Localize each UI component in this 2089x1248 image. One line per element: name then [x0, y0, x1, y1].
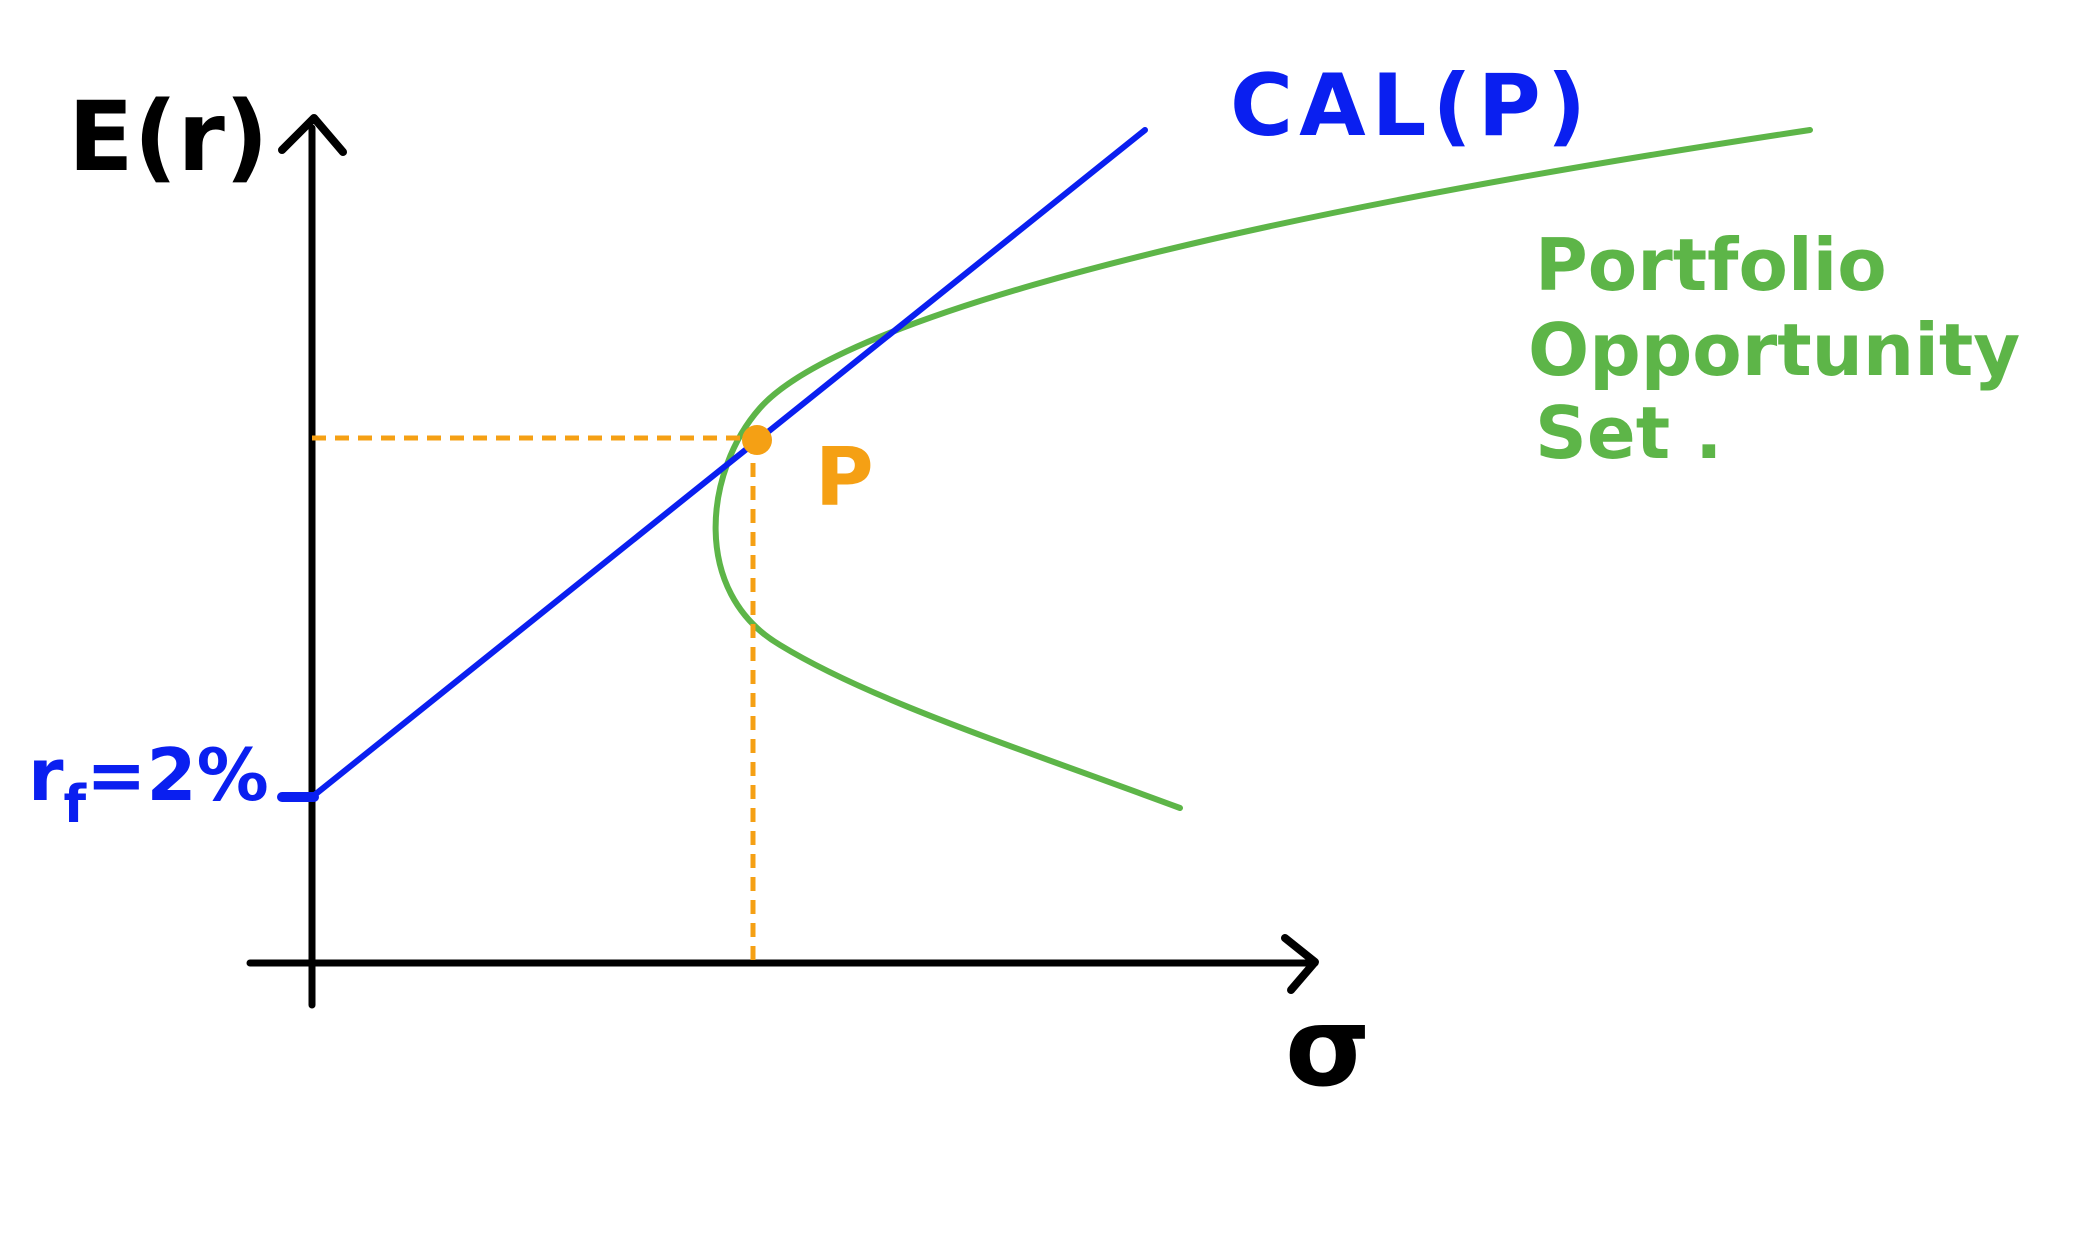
x-axis-label: σ	[1285, 983, 1371, 1111]
x-axis-arrowhead	[1281, 934, 1319, 994]
cal-line	[309, 127, 1148, 800]
y-axis-arrowhead	[278, 114, 347, 156]
risk-free-value: =2%	[86, 733, 269, 817]
opportunity-set-label-line1: Portfolio	[1535, 223, 1887, 307]
point-label: P	[815, 431, 874, 524]
tangency-point	[742, 425, 772, 455]
risk-free-label: rf=2%	[28, 733, 269, 835]
opportunity-set-label-line2: Opportunity	[1528, 308, 2020, 392]
risk-free-symbol: r	[28, 733, 64, 817]
y-axis-label: E(r)	[68, 81, 269, 193]
opportunity-set-label-line3: Set .	[1535, 391, 1723, 475]
cal-label: CAL(P)	[1230, 56, 1592, 156]
risk-free-subscript: f	[64, 775, 88, 835]
